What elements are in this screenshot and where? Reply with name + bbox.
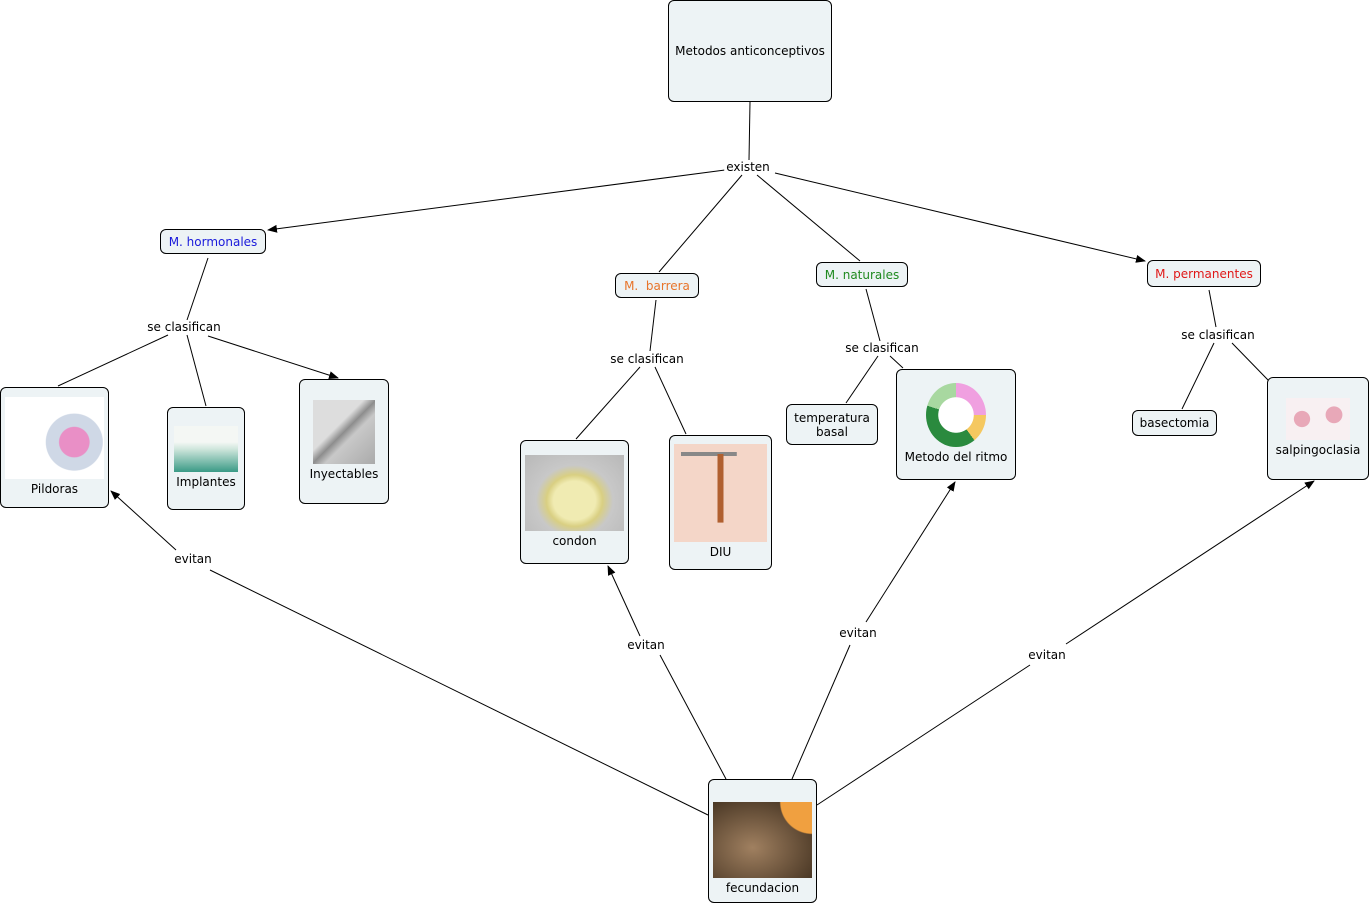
condom-image	[525, 454, 624, 531]
concept-implantes[interactable]: Implantes	[167, 407, 245, 510]
syringe-image	[313, 400, 375, 464]
pills-image	[5, 397, 104, 479]
pildoras-label: Pildoras	[30, 482, 79, 496]
link-evitan-condon[interactable]: evitan	[625, 638, 667, 652]
concept-metodo-ritmo[interactable]: Metodo del ritmo	[896, 369, 1016, 480]
iud-image	[674, 444, 767, 542]
concept-inyectables[interactable]: Inyectables	[299, 379, 389, 504]
implant-image	[174, 426, 238, 472]
diu-label: DIU	[709, 545, 732, 559]
link-evitan-pildoras[interactable]: evitan	[172, 552, 214, 566]
implantes-label: Implantes	[176, 475, 236, 489]
concept-barrera[interactable]: M. barrera	[615, 273, 699, 298]
link-se-clasifican-naturales[interactable]: se clasifican	[843, 341, 921, 355]
concept-condon[interactable]: condon	[520, 440, 629, 564]
fecundacion-label: fecundacion	[725, 880, 800, 895]
rhythm-calendar-image	[926, 383, 986, 447]
condon-label: condon	[552, 533, 597, 548]
root-label: Metodos anticonceptivos	[675, 44, 825, 58]
concept-salpingoclasia[interactable]: salpingoclasia	[1267, 377, 1369, 480]
concept-temperatura-basal[interactable]: temperatura basal	[786, 404, 878, 445]
hormonales-label: M. hormonales	[168, 234, 258, 249]
temperatura-label: temperatura basal	[794, 410, 870, 439]
salpingoclasia-label: salpingoclasia	[1275, 443, 1361, 457]
concept-basectomia[interactable]: basectomia	[1132, 410, 1217, 436]
barrera-label: M. barrera	[624, 278, 690, 293]
naturales-label: M. naturales	[824, 267, 900, 282]
link-se-clasifican-hormonales[interactable]: se clasifican	[145, 320, 223, 334]
link-existen[interactable]: existen	[724, 160, 772, 174]
link-evitan-ritmo[interactable]: evitan	[837, 626, 879, 640]
concept-permanentes[interactable]: M. permanentes	[1147, 260, 1261, 287]
concept-fecundacion[interactable]: fecundacion	[708, 779, 817, 903]
concept-diu[interactable]: DIU	[669, 435, 772, 570]
root-concept[interactable]: Metodos anticonceptivos	[668, 0, 832, 102]
concept-pildoras[interactable]: Pildoras	[0, 387, 109, 508]
concept-hormonales[interactable]: M. hormonales	[160, 229, 266, 254]
basectomia-label: basectomia	[1139, 416, 1210, 430]
fertilization-image	[713, 801, 812, 878]
link-se-clasifican-permanentes[interactable]: se clasifican	[1179, 328, 1257, 342]
permanentes-label: M. permanentes	[1155, 266, 1253, 281]
ritmo-label: Metodo del ritmo	[904, 450, 1008, 464]
inyectables-label: Inyectables	[309, 467, 379, 481]
salpingoclasia-image	[1286, 398, 1350, 440]
link-evitan-salpingoclasia[interactable]: evitan	[1026, 648, 1068, 662]
concept-naturales[interactable]: M. naturales	[816, 262, 908, 287]
link-se-clasifican-barrera[interactable]: se clasifican	[608, 352, 686, 366]
